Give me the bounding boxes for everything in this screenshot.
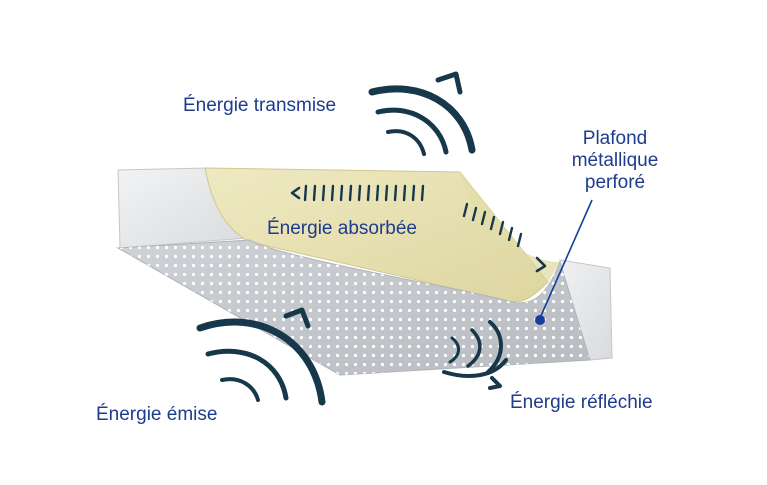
absorbed-wave-lines-right — [462, 202, 523, 248]
absorbed-arrow-right-icon — [535, 256, 547, 273]
reflected-arrow-icon — [488, 376, 502, 390]
absorbed-arrow-left-icon — [290, 186, 301, 200]
insulation-block — [204, 167, 549, 303]
label-transmitted-energy: Énergie transmise — [183, 95, 337, 116]
reflected-wave-arcs-icon — [442, 320, 508, 378]
ceiling-label-line-1: Plafond — [582, 128, 648, 149]
label-absorbed-energy: Énergie absorbée — [267, 218, 417, 239]
ceiling-pointer-line — [539, 199, 593, 319]
pointer-dot-icon — [535, 315, 545, 325]
transmitted-arrow-icon — [435, 71, 463, 95]
emitted-arrow-icon — [283, 307, 311, 329]
ceiling-label-line-2: métallique — [571, 150, 659, 171]
ceiling-label-line-3: perforé — [584, 172, 646, 193]
emitted-wave-arcs-icon — [196, 318, 326, 406]
insulation-right-face — [460, 172, 560, 282]
transmitted-wave-arcs-icon — [368, 85, 476, 156]
perforation-pattern — [118, 240, 590, 375]
label-perforated-metal-ceiling: Plafond métallique perforé — [555, 128, 675, 194]
absorbed-wave-lines-left — [303, 184, 425, 202]
label-emitted-energy: Énergie émise — [96, 404, 218, 425]
label-reflected-energy: Énergie réfléchie — [510, 392, 653, 413]
